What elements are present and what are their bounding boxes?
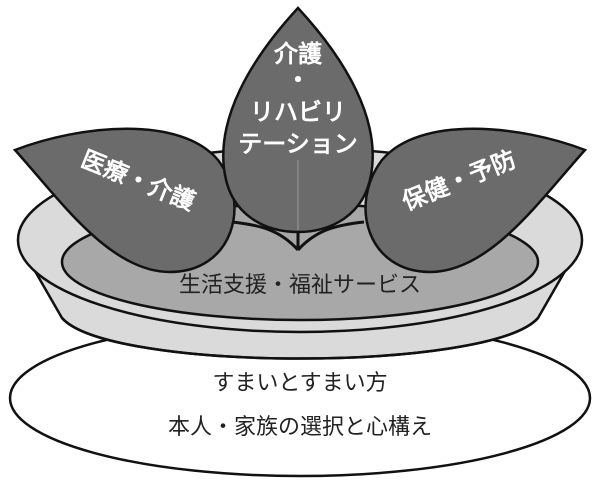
pot-bottom-edge (61, 317, 539, 360)
saucer-label-1: すまいとすまい方 (212, 371, 387, 396)
leaf-center-line2: ・ (286, 66, 310, 94)
soil-label: 生活支援・福祉サービス (179, 273, 421, 298)
leaf-center-line4: テーション (238, 130, 358, 158)
leaf-left (12, 127, 236, 274)
leaf-right (364, 127, 588, 274)
saucer-label-2: 本人・家族の選択と心構え (168, 415, 432, 440)
leaf-center-line3: リハビリ (250, 98, 346, 126)
leaf-center-line1: 介護 (273, 40, 323, 68)
leaf-center (222, 6, 374, 234)
